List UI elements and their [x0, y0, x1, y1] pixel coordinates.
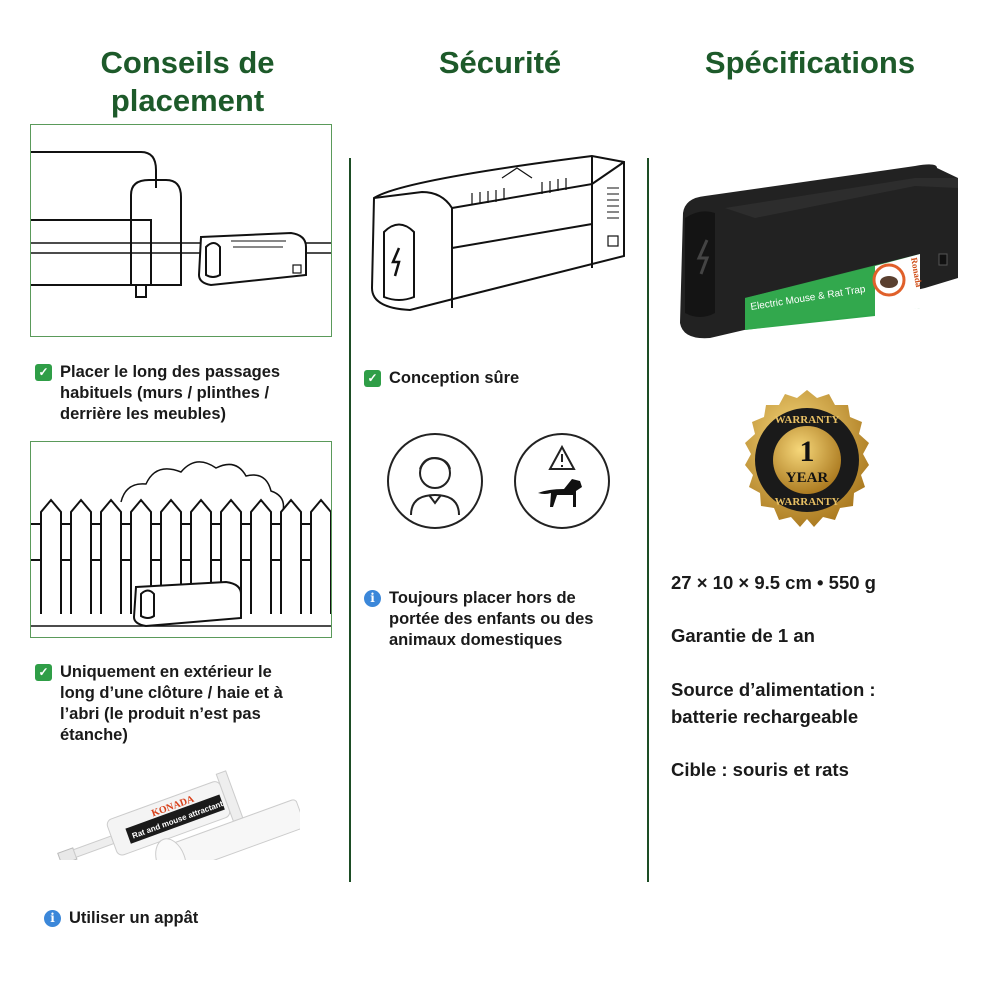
bait-syringe-image: KONADA Rat and mouse attractant — [40, 750, 306, 882]
tip-text: Uniquement en extérieur le long d’une cl… — [60, 662, 283, 746]
trap-outline-illustration — [362, 148, 637, 338]
fence-placement-illustration — [30, 441, 332, 638]
check-icon: ✓ — [35, 364, 52, 381]
tip-line: l’abri (le produit n’est pas — [60, 705, 261, 723]
specs-title: Spécifications — [704, 45, 916, 80]
spec-line: batterie rechargeable — [671, 706, 859, 727]
info-icon: i — [44, 910, 61, 927]
badge-top-text: WARRANTY — [775, 414, 840, 426]
badge-bottom-text: WARRANTY — [775, 496, 840, 508]
tip-text: Conception sûre — [389, 369, 520, 387]
info-icon: i — [364, 590, 381, 607]
tip-line: habituels (murs / plinthes / — [60, 384, 270, 402]
tip-text: Utiliser un appât — [69, 909, 199, 927]
child-icon — [387, 433, 483, 529]
spec-dimensions-weight: 27 × 10 × 9.5 cm • 550 g — [671, 572, 876, 593]
spec-warranty: Garantie de 1 an — [671, 625, 815, 646]
column-divider — [647, 158, 649, 882]
check-icon: ✓ — [35, 664, 52, 681]
tip-line: étanche) — [60, 726, 128, 744]
tip-line: Placer le long des passages — [60, 363, 281, 381]
spec-line: Source d’alimentation : — [671, 679, 876, 700]
tip-line: animaux domestiques — [389, 631, 563, 649]
tip-text: Toujours placer hors de portée des enfan… — [389, 588, 593, 651]
placement-title: Conseils de placement — [30, 44, 345, 120]
tip-keep-away: i Toujours placer hors de portée des enf… — [364, 588, 649, 651]
tip-bait: i Utiliser un appât — [44, 908, 324, 929]
badge-unit: YEAR — [786, 470, 829, 486]
tip-line: Uniquement en extérieur le — [60, 663, 272, 681]
title-line: placement — [110, 83, 265, 118]
spec-power-source: Source d’alimentation : batterie recharg… — [671, 676, 971, 730]
pet-warning-icon — [514, 433, 610, 529]
column-divider — [349, 158, 351, 882]
tip-line: long d’une clôture / haie et à — [60, 684, 283, 702]
title-line: Conseils de — [100, 45, 275, 80]
product-photo: Ronada Electric Mouse & Rat Trap — [675, 158, 965, 343]
tip-indoor: ✓ Placer le long des passages habituels … — [35, 362, 335, 425]
tip-line: Toujours placer hors de — [389, 589, 576, 607]
tip-text: Placer le long des passages habituels (m… — [60, 362, 280, 425]
spec-target: Cible : souris et rats — [671, 759, 849, 780]
badge-number: 1 — [800, 435, 815, 468]
tip-line: derrière les meubles) — [60, 405, 226, 423]
tip-outdoor: ✓ Uniquement en extérieur le long d’une … — [35, 662, 335, 746]
sofa-placement-illustration — [30, 124, 332, 337]
safety-title: Sécurité — [438, 45, 562, 80]
tip-safe-design: ✓ Conception sûre — [364, 368, 644, 389]
tip-line: portée des enfants ou des — [389, 610, 594, 628]
warranty-badge: WARRANTY 1 YEAR WARRANTY — [733, 388, 881, 538]
check-icon: ✓ — [364, 370, 381, 387]
